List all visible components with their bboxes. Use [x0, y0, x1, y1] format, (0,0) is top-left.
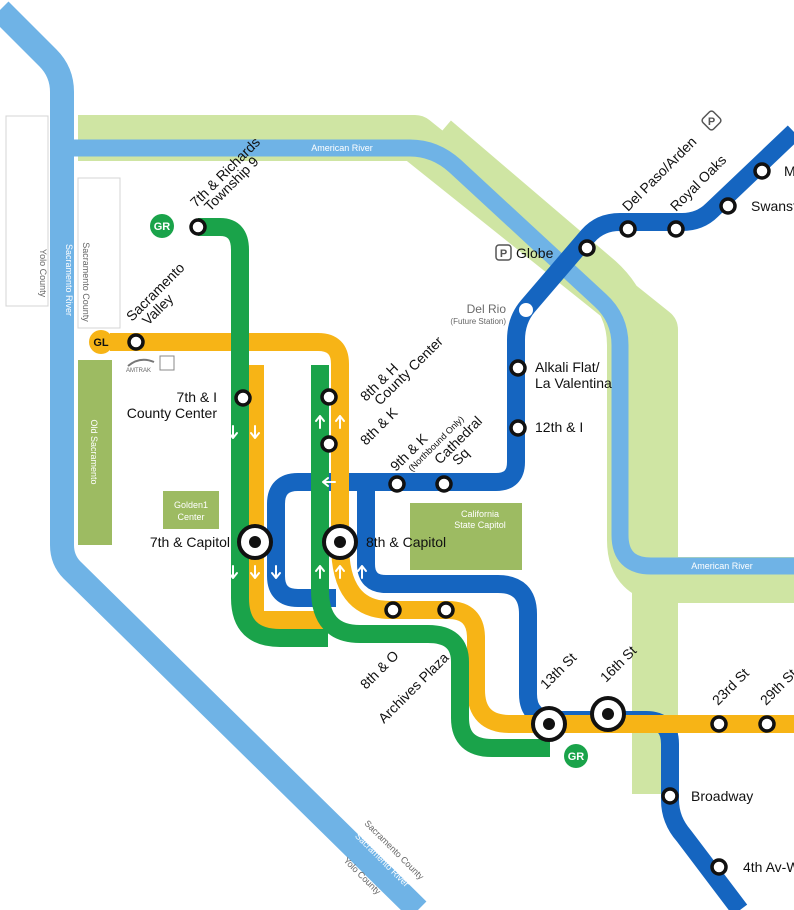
- sacramento-river-label: Sacramento River: [64, 244, 74, 316]
- label-7th-capitol: 7th & Capitol: [150, 534, 230, 550]
- old-sacramento-block: [78, 360, 112, 545]
- american-river: [62, 139, 794, 575]
- svg-text:AMTRAK: AMTRAK: [126, 368, 151, 374]
- label-marconi: M: [784, 163, 794, 179]
- parking-icon-arden: P: [701, 110, 722, 131]
- station-sacramento-valley[interactable]: [127, 333, 145, 351]
- station-8th-k[interactable]: [320, 435, 338, 453]
- label-alkali-2: La Valentina: [535, 375, 612, 391]
- station-del-rio[interactable]: [519, 303, 533, 317]
- amtrak-logo: AMTRAK: [126, 355, 175, 374]
- station-broadway[interactable]: [661, 787, 679, 805]
- station-8th-capitol[interactable]: [322, 524, 358, 560]
- station-archives-plaza[interactable]: [437, 601, 455, 619]
- green-line: [198, 218, 550, 757]
- label-29th-st: 29th St: [757, 665, 794, 708]
- county-outline-box: [5, 115, 49, 307]
- american-river-label: American River: [311, 143, 373, 153]
- station-29th-st[interactable]: [758, 715, 776, 733]
- capitol-label-1: California: [461, 509, 499, 519]
- parking-icon-globe: P: [495, 244, 512, 261]
- label-7th-i-1: 7th & I: [177, 389, 217, 405]
- american-river-label-right: American River: [691, 561, 753, 571]
- label-8th-capitol: 8th & Capitol: [366, 534, 446, 550]
- station-globe[interactable]: [578, 239, 596, 257]
- svg-text:P: P: [500, 248, 507, 260]
- station-7th-i[interactable]: [234, 389, 252, 407]
- label-8th-k: 8th & K: [357, 404, 401, 448]
- yolo-county-label: Yolo County: [38, 249, 48, 298]
- station-8th-h[interactable]: [320, 388, 338, 406]
- station-7th-richards[interactable]: [189, 218, 207, 236]
- label-del-rio-note: (Future Station): [450, 317, 506, 326]
- station-23rd-st[interactable]: [710, 715, 728, 733]
- svg-text:GR: GR: [154, 221, 171, 233]
- label-broadway: Broadway: [691, 788, 753, 804]
- station-16th-st[interactable]: [590, 696, 626, 732]
- station-9th-k[interactable]: [388, 475, 406, 493]
- state-capitol-block: [410, 503, 522, 570]
- station-4th-av[interactable]: [710, 858, 728, 876]
- county-outline-box-2: [77, 177, 121, 329]
- gr-line-badge-bottom: GR: [564, 744, 588, 768]
- sacramento-county-label: Sacramento County: [81, 242, 91, 322]
- station-13th-st[interactable]: [531, 706, 567, 742]
- station-cathedral-sq[interactable]: [435, 475, 453, 493]
- golden1-center-block: [163, 491, 219, 529]
- svg-text:GR: GR: [568, 751, 585, 763]
- station-alkali-flat[interactable]: [509, 359, 527, 377]
- label-globe: Globe: [516, 245, 554, 261]
- old-sacramento-label: Old Sacramento: [89, 419, 99, 484]
- station-marconi[interactable]: [753, 162, 771, 180]
- park-band-right: [421, 120, 794, 603]
- svg-text:P: P: [708, 116, 715, 128]
- label-12th-i: 12th & I: [535, 419, 583, 435]
- label-del-rio: Del Rio: [467, 302, 507, 316]
- golden1-label-1: Golden1: [174, 500, 208, 510]
- capitol-label-2: State Capitol: [454, 520, 506, 530]
- label-swanston: Swanston: [751, 198, 794, 214]
- label-8th-o: 8th & O: [357, 647, 402, 692]
- label-4th-av: 4th Av-W: [743, 859, 794, 875]
- station-8th-o[interactable]: [384, 601, 402, 619]
- golden1-label-2: Center: [177, 512, 204, 522]
- direction-arrows: [228, 415, 367, 579]
- station-7th-capitol[interactable]: [237, 524, 273, 560]
- label-13th-st: 13th St: [537, 649, 580, 692]
- station-del-paso[interactable]: [619, 220, 637, 238]
- svg-text:GL: GL: [93, 337, 109, 349]
- label-23rd-st: 23rd St: [709, 665, 752, 708]
- station-swanston[interactable]: [719, 197, 737, 215]
- label-7th-i-2: County Center: [127, 405, 218, 421]
- station-12th-i[interactable]: [509, 419, 527, 437]
- gl-line-badge: GL: [89, 330, 113, 354]
- station-royal-oaks[interactable]: [667, 220, 685, 238]
- label-alkali-1: Alkali Flat/: [535, 359, 600, 375]
- sacramento-river: [0, 1, 427, 910]
- gr-line-badge-top: GR: [150, 214, 174, 238]
